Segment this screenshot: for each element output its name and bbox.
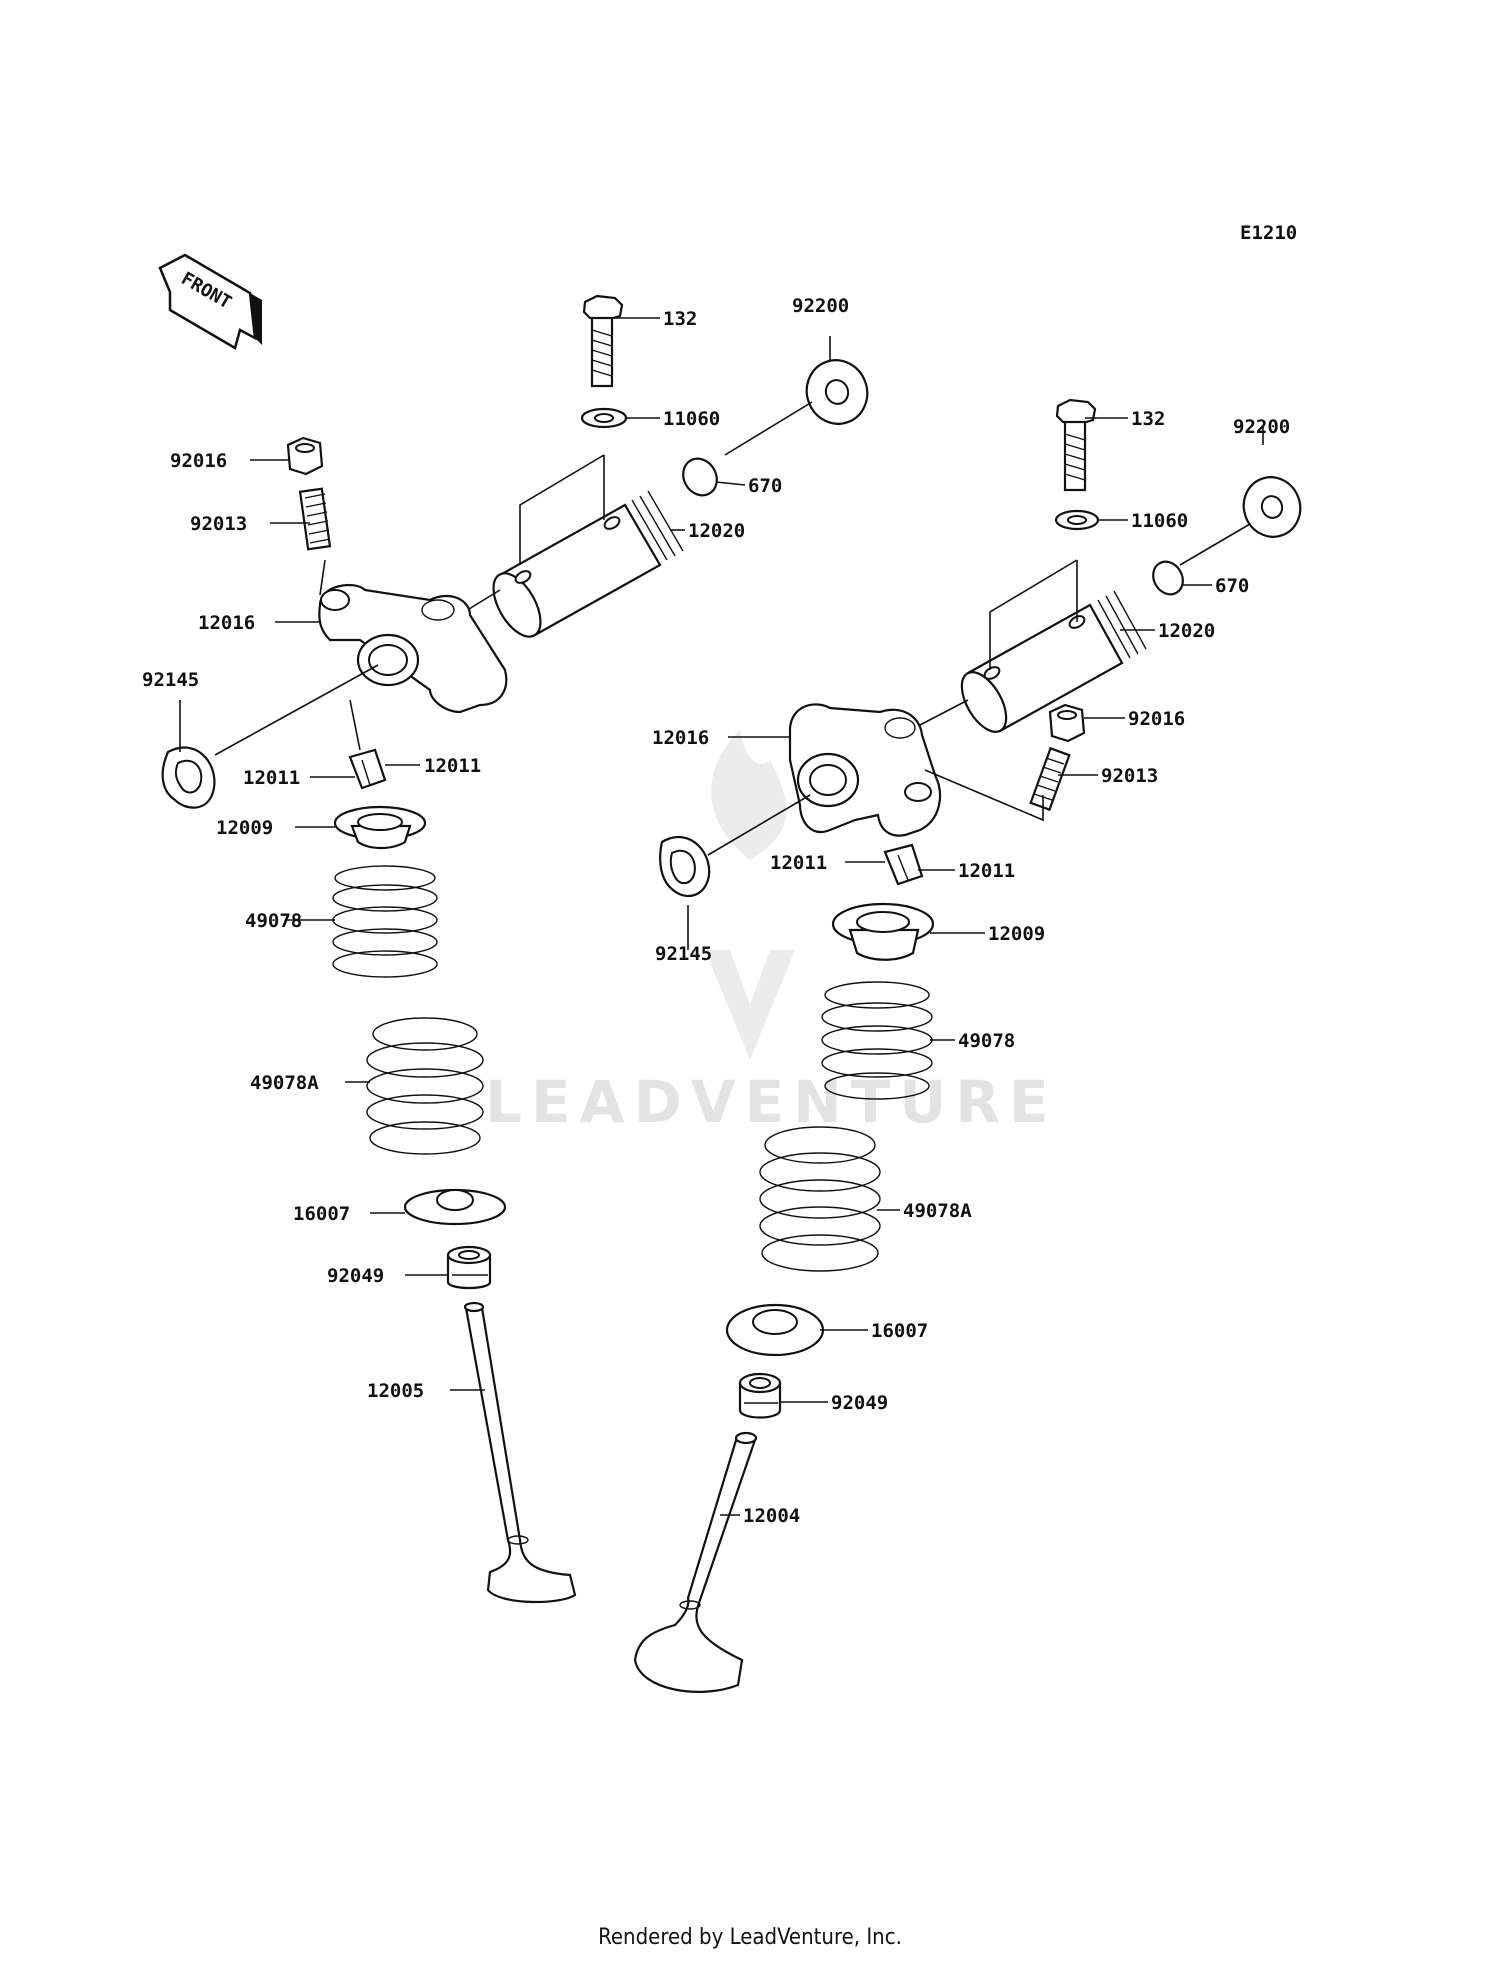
callout-label: 11060 (663, 408, 720, 430)
callout-label: 49078A (250, 1072, 319, 1094)
callout-label: 12011 (958, 860, 1015, 882)
callout-label: 92016 (1128, 708, 1185, 730)
adjust-screw-92013-left (298, 487, 332, 551)
retainer-12009-left (333, 805, 427, 850)
callout-label: 16007 (871, 1320, 928, 1342)
callout-label: 92145 (655, 943, 712, 965)
footer-credit: Rendered by LeadVenture, Inc. (598, 1925, 902, 1950)
collet-12011-right (883, 843, 924, 886)
spring-49078A-left (366, 1017, 484, 1155)
callout-label: 92016 (170, 450, 227, 472)
callout-label: 12011 (243, 767, 300, 789)
collet-12011-left (348, 748, 387, 790)
rocker-shaft-12020-right (960, 590, 1147, 733)
callout-label: 12009 (988, 923, 1045, 945)
callout-label: 92200 (792, 295, 849, 317)
front-arrow-icon: FRONT (158, 253, 262, 350)
leader-lines (179, 317, 1264, 1516)
callout-label: 12004 (743, 1505, 800, 1527)
callout-label: 12016 (198, 612, 255, 634)
callout-label: 49078 (958, 1030, 1015, 1052)
callout-label: 12016 (652, 727, 709, 749)
callout-label: 670 (1215, 575, 1249, 597)
callout-label: 92200 (1233, 416, 1290, 438)
stem-seal-92049-right (738, 1372, 782, 1419)
valve-12005-left (463, 1301, 577, 1603)
callout-label: 12011 (770, 852, 827, 874)
callout-label: 12005 (367, 1380, 424, 1402)
spring-seat-16007-left (403, 1188, 507, 1226)
callout-label: 92049 (327, 1265, 384, 1287)
callout-label: 670 (748, 475, 782, 497)
callout-label: 92145 (142, 669, 199, 691)
callout-label: 12020 (1158, 620, 1215, 642)
spring-49078A-right (759, 1126, 881, 1272)
callout-labels: 132 92200 11060 670 12020 92016 92013 12… (142, 295, 1290, 1527)
oring-670-right (1152, 560, 1184, 596)
spring-seat-16007-right (725, 1303, 825, 1357)
diagram-code: E1210 (1240, 222, 1297, 244)
callout-label: 12020 (688, 520, 745, 542)
retainer-12009-right (831, 902, 935, 961)
watermark: LEADVENTURE (485, 730, 1058, 1136)
bolt-132-left (582, 294, 624, 388)
bolt-132-right (1055, 398, 1097, 492)
watermark-text: LEADVENTURE (485, 1068, 1058, 1136)
rocker-arm-12016-left (318, 583, 508, 714)
rocker-shaft-12020-left (492, 490, 684, 638)
left-valve-assembly (161, 294, 869, 1603)
rocker-arm-12016-right (788, 703, 942, 837)
callout-label: 11060 (1131, 510, 1188, 532)
stem-seal-92049-left (446, 1245, 492, 1290)
callout-label: 92049 (831, 1392, 888, 1414)
callout-label: 132 (663, 308, 697, 330)
spring-49078-left (332, 865, 438, 978)
callout-label: 92013 (190, 513, 247, 535)
callout-label: 12011 (424, 755, 481, 777)
callout-label: 16007 (293, 1203, 350, 1225)
callout-label: 132 (1131, 408, 1165, 430)
callout-label: 92013 (1101, 765, 1158, 787)
callout-label: 49078 (245, 910, 302, 932)
callout-label: 49078A (903, 1200, 972, 1222)
oring-670-left (682, 457, 718, 497)
adjust-screw-92013-right (1029, 746, 1071, 812)
callout-label: 12009 (216, 817, 273, 839)
valve-12004-right (633, 1431, 758, 1693)
